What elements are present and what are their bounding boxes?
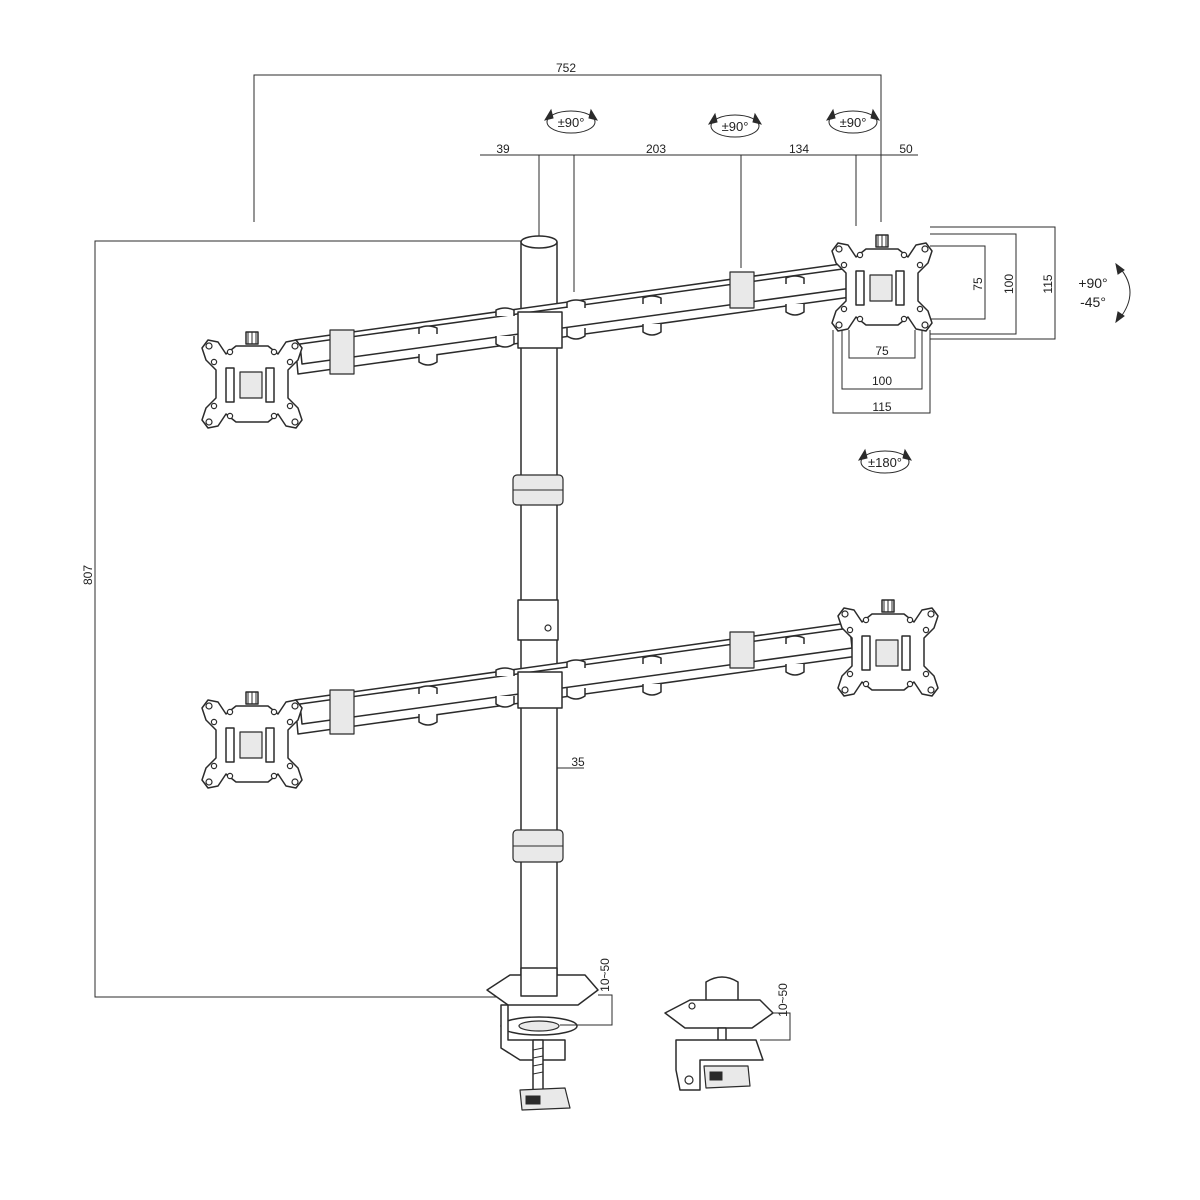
lower-arm (294, 621, 859, 735)
svg-text:±90°: ±90° (840, 115, 867, 130)
pole (512, 235, 564, 983)
upper-arm (294, 261, 859, 375)
svg-text:-45°: -45° (1080, 294, 1106, 310)
svg-text:50: 50 (899, 142, 913, 156)
svg-text:115: 115 (872, 400, 891, 414)
swivel-badge-1: ±90° (544, 109, 598, 134)
svg-text:10~50: 10~50 (598, 958, 612, 992)
svg-text:±90°: ±90° (558, 115, 585, 130)
svg-text:39: 39 (496, 142, 510, 156)
svg-text:35: 35 (571, 755, 585, 769)
vesa-horizontal-dimensions: 75 100 115 (832, 330, 931, 414)
desk-clamp: 10~50 (486, 958, 613, 1111)
svg-text:203: 203 (646, 142, 666, 156)
svg-text:134: 134 (789, 142, 809, 156)
svg-text:75: 75 (875, 344, 889, 358)
svg-text:100: 100 (872, 374, 892, 388)
swivel-badge-2: ±90° (708, 113, 762, 138)
svg-text:807: 807 (81, 565, 95, 585)
svg-text:+90°: +90° (1078, 275, 1107, 291)
dimension-arm-segments: 39 203 134 50 (480, 142, 918, 292)
swivel-badge-3: ±90° (826, 109, 880, 134)
tilt-indicator: +90° -45° (1078, 262, 1131, 324)
svg-text:100: 100 (1002, 274, 1016, 294)
upper-left-vesa-plate (201, 331, 303, 429)
svg-text:752: 752 (556, 61, 576, 75)
lower-right-vesa-plate (837, 599, 939, 697)
grommet-clamp: 10~50 (664, 976, 791, 1091)
vesa-vertical-dimensions: 75 100 115 (930, 226, 1056, 340)
rotation-badge: ±180° (858, 449, 912, 474)
dimension-overall-height: 807 (81, 240, 524, 998)
lower-left-vesa-plate (201, 691, 303, 789)
svg-text:±180°: ±180° (868, 455, 902, 470)
svg-text:115: 115 (1041, 274, 1055, 293)
svg-text:75: 75 (971, 277, 985, 291)
dimension-overall-width: 752 (253, 61, 882, 222)
svg-text:10~50: 10~50 (776, 983, 790, 1017)
svg-text:±90°: ±90° (722, 119, 749, 134)
upper-right-vesa-plate (831, 234, 933, 332)
